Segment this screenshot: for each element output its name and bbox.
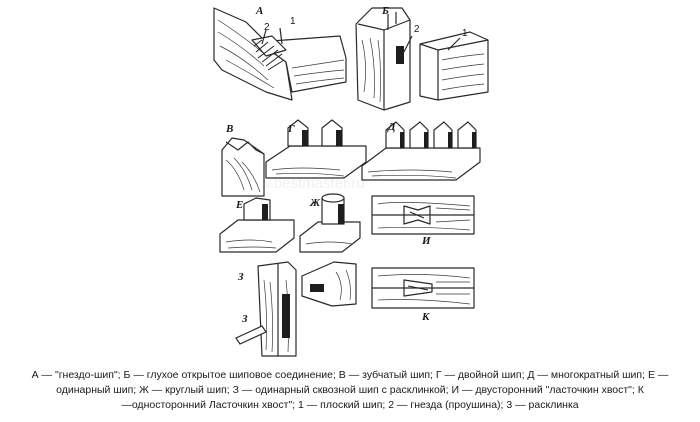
label-b-2: 2: [414, 24, 420, 35]
label-b: Б: [381, 5, 389, 17]
joint-v-drawing: [221, 137, 265, 197]
joint-d-drawing: [361, 121, 481, 181]
label-e: Е: [235, 199, 243, 211]
caption-line-2: одинарный шип; Ж — круглый шип; З — один…: [56, 384, 644, 396]
label-v: В: [225, 123, 233, 135]
label-z-part: З: [241, 313, 248, 325]
joint-z-drawing: [235, 261, 357, 357]
label-i: И: [421, 235, 431, 247]
label-k: К: [421, 311, 430, 323]
figure-caption: А — "гнездо-шип"; Б — глухое открытое ши…: [10, 368, 690, 413]
label-zh: Ж: [309, 197, 321, 209]
joint-e-drawing: [219, 197, 295, 253]
joint-a-drawing: [213, 7, 347, 101]
caption-line-1: А — "гнездо-шип"; Б — глухое открытое ши…: [31, 369, 669, 381]
label-a-2: 2: [264, 22, 270, 33]
joint-zh-drawing: [299, 193, 361, 253]
joint-k-drawing: [371, 267, 475, 309]
label-b-1: 1: [462, 28, 468, 39]
label-a: А: [255, 5, 263, 17]
joinery-illustration: www.bestmaster.ru А 2 1 Б 2 1: [213, 5, 489, 357]
joint-i-drawing: [371, 195, 475, 235]
caption-line-3: —односторонний Ласточкин хвост"; 1 — пло…: [121, 399, 579, 411]
joint-b-drawing: [355, 7, 489, 111]
label-a-1: 1: [290, 16, 296, 27]
watermark: www.bestmaster.ru: [237, 175, 365, 192]
label-d: Д: [387, 121, 396, 133]
joint-g-drawing: [265, 119, 367, 179]
label-g: Г: [287, 123, 295, 135]
label-z: З: [237, 271, 244, 283]
